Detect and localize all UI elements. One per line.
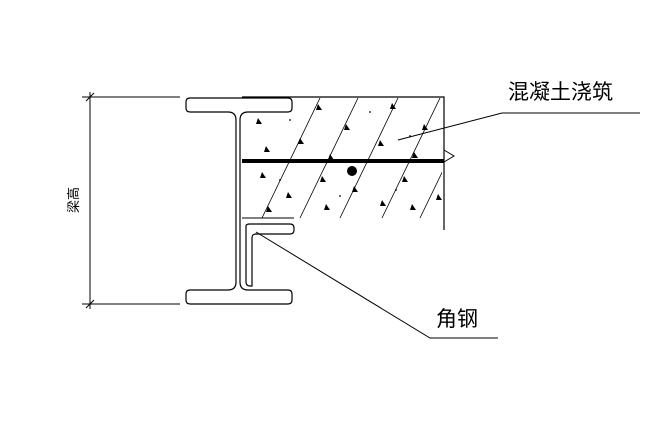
concrete-label: 混凝土浇筑 [508, 80, 613, 104]
beam-height-label: 梁高 [66, 187, 82, 213]
dimension-tick-bottom [85, 299, 95, 309]
break-mark [443, 149, 455, 163]
rebar-dot [347, 166, 357, 176]
concrete-slab [242, 96, 445, 230]
angle-steel-leader [255, 231, 498, 339]
concrete-aggregate [256, 103, 442, 212]
concrete-hatch [261, 98, 442, 219]
angle-steel-label: 角钢 [436, 307, 478, 331]
steel-plate [242, 159, 444, 163]
angle-steel [245, 223, 295, 287]
dimension-tick-top [85, 92, 95, 102]
beam-height-dimension [82, 92, 180, 309]
leader-lines [255, 112, 640, 339]
steel-i-beam [185, 97, 293, 305]
concrete-leader [397, 112, 640, 141]
slab-outline [242, 96, 445, 230]
